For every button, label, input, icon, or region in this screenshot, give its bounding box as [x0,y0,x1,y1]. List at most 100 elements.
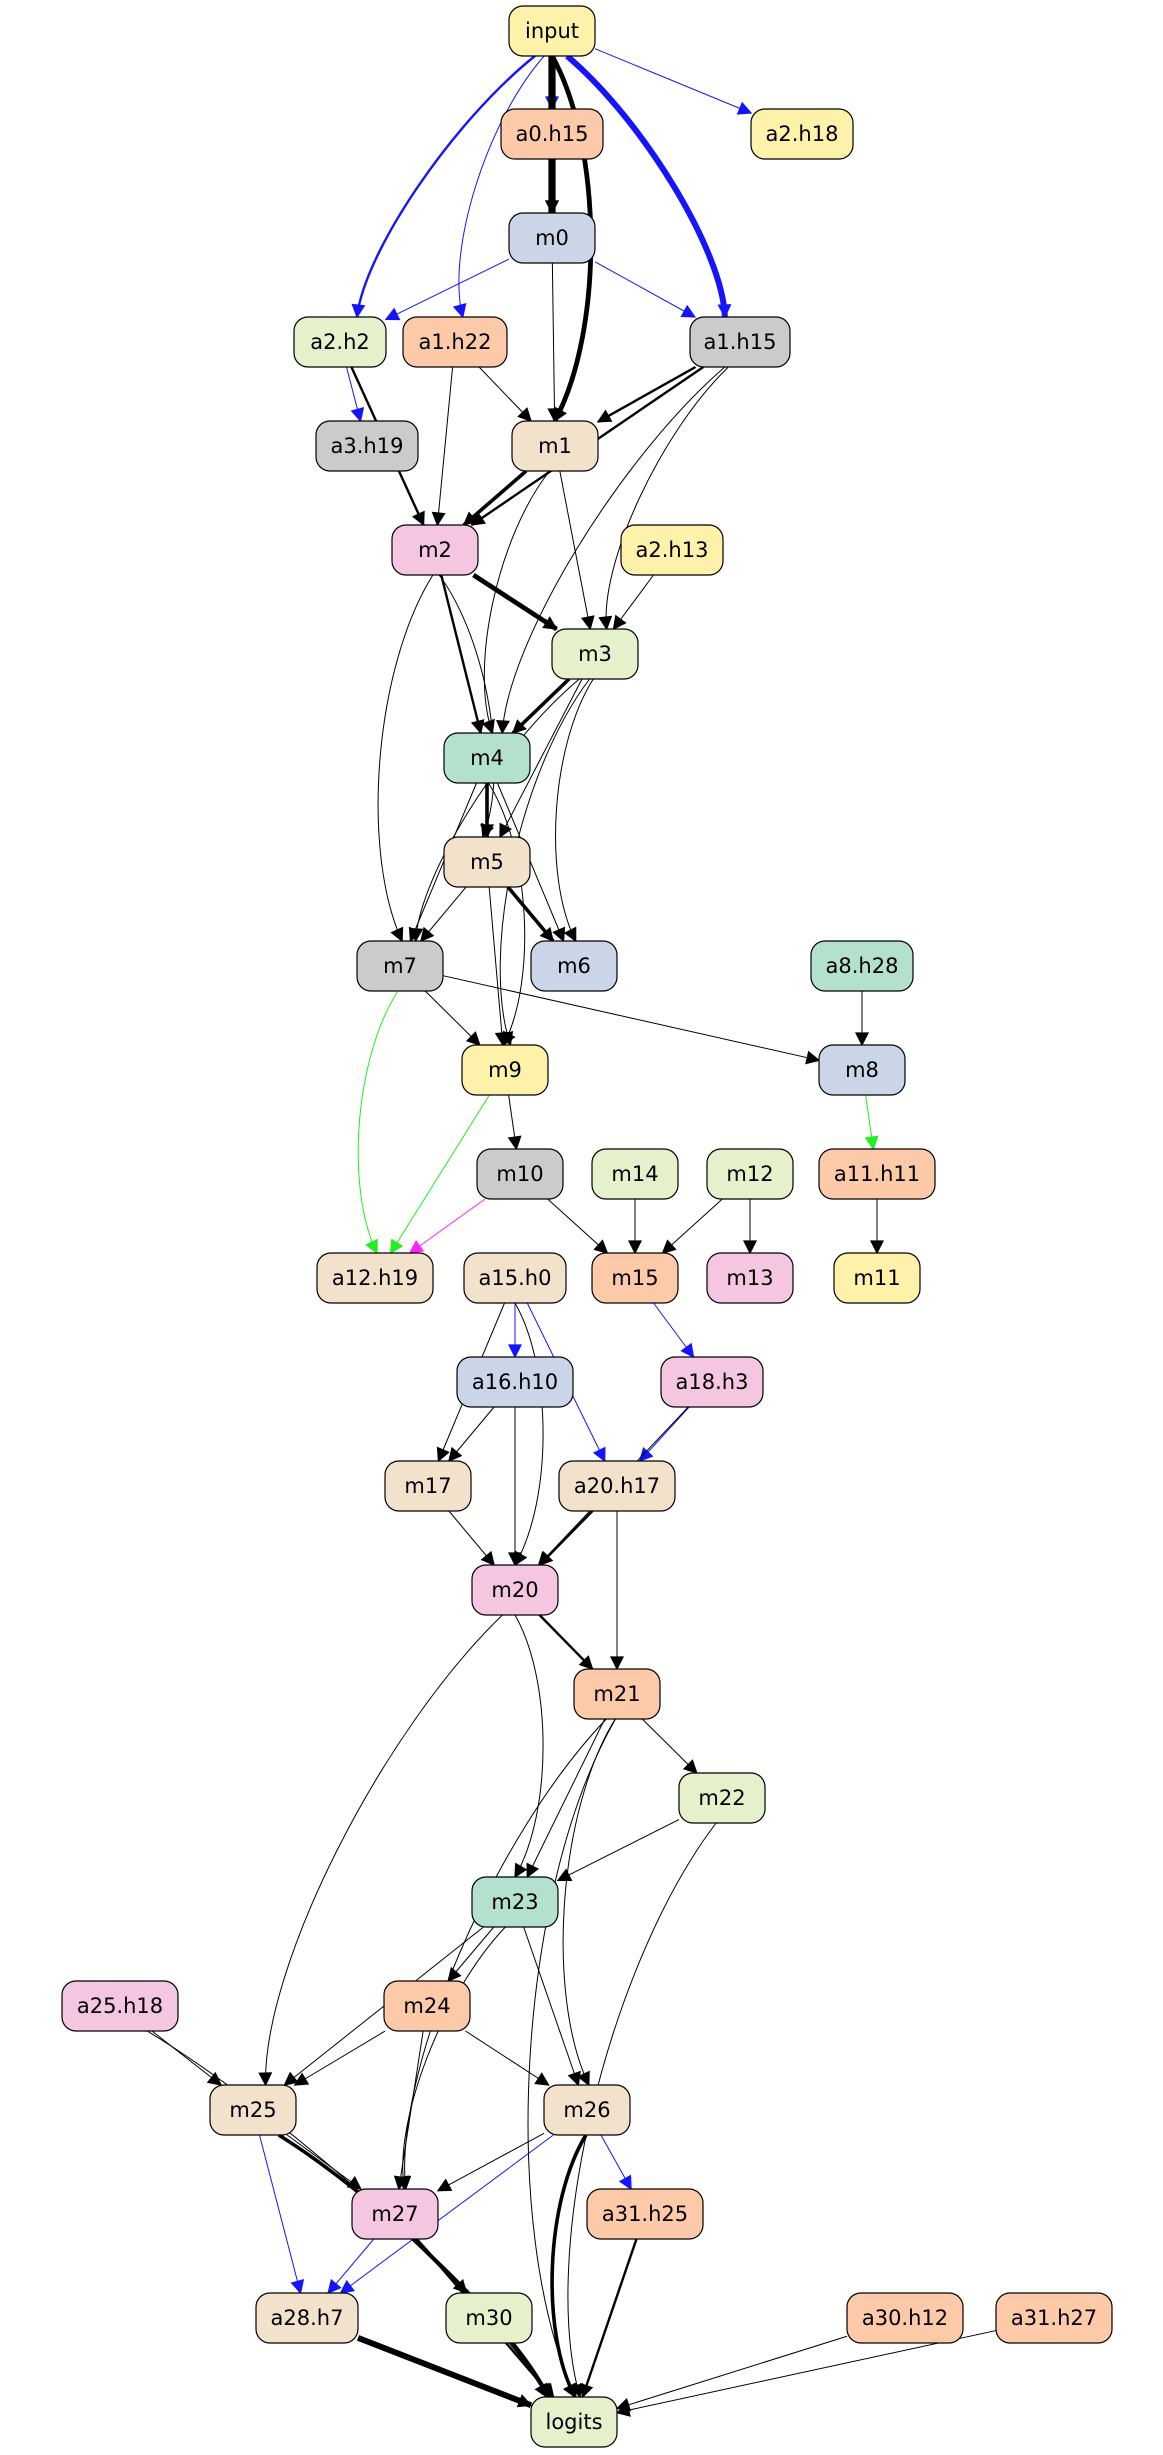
node-m6[interactable]: m6 [530,940,618,992]
node-a28h7-box[interactable] [255,2292,359,2344]
node-a3h19[interactable]: a3.h19 [315,420,419,472]
node-m8[interactable]: m8 [818,1044,906,1096]
node-m30-box[interactable] [445,2292,533,2344]
node-a2h13[interactable]: a2.h13 [620,524,724,576]
node-a1h22[interactable]: a1.h22 [402,316,508,368]
node-a18h3-box[interactable] [660,1356,764,1408]
node-m27-box[interactable] [351,2188,439,2240]
node-m3-box[interactable] [551,628,639,680]
node-m0[interactable]: m0 [508,212,596,264]
node-m14[interactable]: m14 [591,1148,679,1200]
node-a8h28[interactable]: a8.h28 [810,940,914,992]
node-m15-box[interactable] [591,1252,679,1304]
node-a30h12[interactable]: a30.h12 [846,2292,964,2344]
node-a1h15[interactable]: a1.h15 [689,316,791,368]
node-m4[interactable]: m4 [443,732,531,784]
node-m1-box[interactable] [511,420,599,472]
node-m8-box[interactable] [818,1044,906,1096]
node-a1h22-box[interactable] [402,316,508,368]
node-m30[interactable]: m30 [445,2292,533,2344]
node-m12[interactable]: m12 [706,1148,794,1200]
node-a2h18-box[interactable] [750,108,854,160]
node-m1[interactable]: m1 [511,420,599,472]
node-m9-box[interactable] [461,1044,549,1096]
edge-m12-to-m15 [661,1198,723,1254]
node-m20-box[interactable] [471,1564,559,1616]
node-m21-label: m21 [593,1682,640,1706]
node-m23-box[interactable] [471,1876,559,1928]
node-m24-box[interactable] [383,1980,471,2032]
node-a12h19-box[interactable] [316,1252,434,1304]
node-a16h10-box[interactable] [456,1356,574,1408]
node-a15h0[interactable]: a15.h0 [463,1252,567,1304]
node-m4-box[interactable] [443,732,531,784]
node-a2h2-box[interactable] [293,316,387,368]
node-m24[interactable]: m24 [383,1980,471,2032]
node-input-box[interactable] [508,5,596,57]
node-m3[interactable]: m3 [551,628,639,680]
node-m10[interactable]: m10 [476,1148,564,1200]
edge-m9-to-a12h19 [389,1094,490,1255]
node-m25[interactable]: m25 [209,2084,297,2136]
node-a18h3[interactable]: a18.h3 [660,1356,764,1408]
node-m20[interactable]: m20 [471,1564,559,1616]
node-m11[interactable]: m11 [833,1252,921,1304]
node-m7-box[interactable] [356,940,444,992]
node-m21[interactable]: m21 [573,1668,661,1720]
node-a3h19-box[interactable] [315,420,419,472]
node-m0-box[interactable] [508,212,596,264]
node-a31h25-box[interactable] [586,2188,704,2240]
node-m13-box[interactable] [706,1252,794,1304]
node-a0h15[interactable]: a0.h15 [500,108,604,160]
edge-input-to-a2h2 [351,55,536,319]
node-a31h27-box[interactable] [995,2292,1113,2344]
node-m21-box[interactable] [573,1668,661,1720]
node-input[interactable]: input [508,5,596,57]
node-a31h27[interactable]: a31.h27 [995,2292,1113,2344]
node-m22-box[interactable] [678,1772,766,1824]
node-logits[interactable]: logits [530,2396,618,2448]
node-a20h17-box[interactable] [558,1460,676,1512]
node-a1h15-box[interactable] [689,316,791,368]
node-m27[interactable]: m27 [351,2188,439,2240]
node-logits-box[interactable] [530,2396,618,2448]
node-a30h12-box[interactable] [846,2292,964,2344]
node-m12-box[interactable] [706,1148,794,1200]
node-m22[interactable]: m22 [678,1772,766,1824]
node-m5-box[interactable] [443,836,531,888]
node-m17[interactable]: m17 [384,1460,472,1512]
node-m14-box[interactable] [591,1148,679,1200]
edge-a20h17-to-m20 [538,1510,594,1566]
node-a28h7[interactable]: a28.h7 [255,2292,359,2344]
node-m2-box[interactable] [391,524,479,576]
node-a11h11-box[interactable] [818,1148,936,1200]
node-a2h13-box[interactable] [620,524,724,576]
node-m7[interactable]: m7 [356,940,444,992]
node-m25-box[interactable] [209,2084,297,2136]
node-m17-box[interactable] [384,1460,472,1512]
node-m26[interactable]: m26 [543,2084,631,2136]
node-m23[interactable]: m23 [471,1876,559,1928]
node-m26-box[interactable] [543,2084,631,2136]
node-a25h18-box[interactable] [61,1980,179,2032]
node-a15h0-box[interactable] [463,1252,567,1304]
edge-m5-to-m7 [420,886,467,943]
node-m13[interactable]: m13 [706,1252,794,1304]
node-m2[interactable]: m2 [391,524,479,576]
node-a2h18[interactable]: a2.h18 [750,108,854,160]
node-m15[interactable]: m15 [591,1252,679,1304]
node-m9[interactable]: m9 [461,1044,549,1096]
node-a2h2[interactable]: a2.h2 [293,316,387,368]
node-a25h18[interactable]: a25.h18 [61,1980,179,2032]
node-m6-box[interactable] [530,940,618,992]
node-a31h25[interactable]: a31.h25 [586,2188,704,2240]
node-m11-box[interactable] [833,1252,921,1304]
node-m10-box[interactable] [476,1148,564,1200]
node-a12h19[interactable]: a12.h19 [316,1252,434,1304]
node-a16h10[interactable]: a16.h10 [456,1356,574,1408]
node-a0h15-box[interactable] [500,108,604,160]
node-a20h17[interactable]: a20.h17 [558,1460,676,1512]
node-a8h28-box[interactable] [810,940,914,992]
node-m5[interactable]: m5 [443,836,531,888]
node-a11h11[interactable]: a11.h11 [818,1148,936,1200]
